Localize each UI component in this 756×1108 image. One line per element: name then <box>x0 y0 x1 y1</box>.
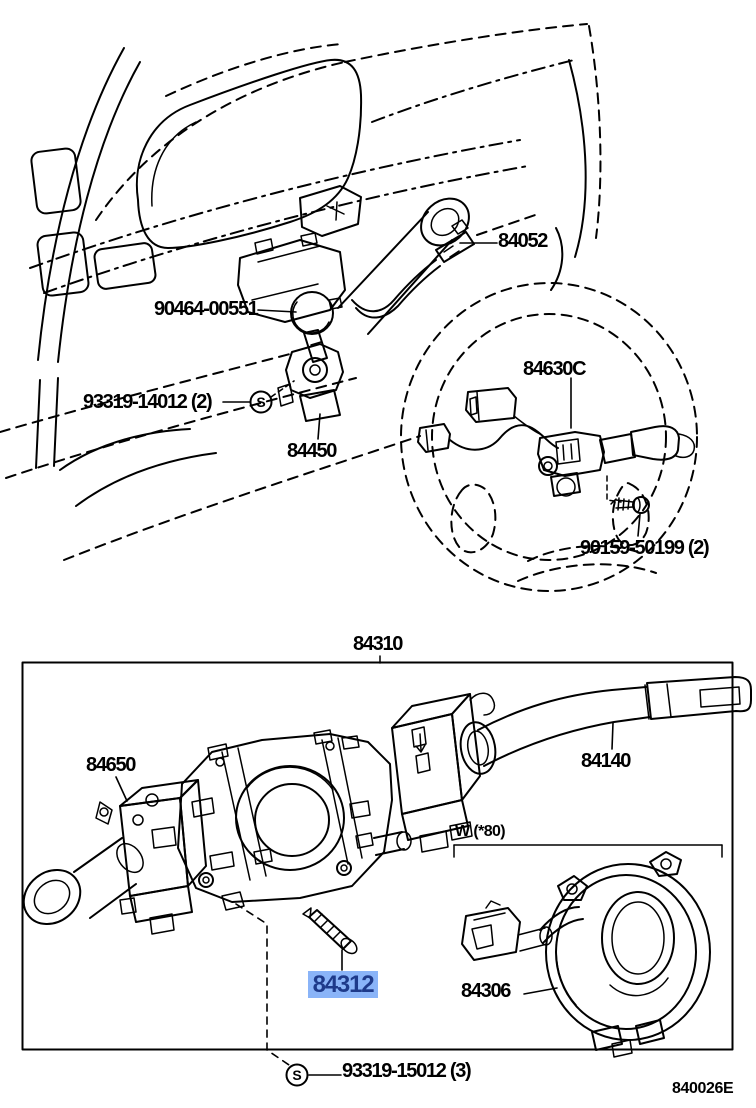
screw-symbols: S S <box>249 390 309 1087</box>
screw-symbol-s: S <box>256 394 265 410</box>
callout-90464-00551[interactable]: 90464-00551 <box>154 298 259 320</box>
wiper-switch-84140 <box>391 676 752 853</box>
spiral-cable-84306 <box>461 851 711 1058</box>
assembly-box <box>21 655 734 1051</box>
steering-column-parts <box>237 185 475 422</box>
callout-90159-50199[interactable]: 90159-50199 (2) <box>580 537 710 559</box>
drawing-code: 840026E <box>672 1080 734 1097</box>
screw-symbol-circle <box>285 1063 309 1087</box>
callout-84306[interactable]: 84306 <box>461 980 511 1002</box>
screw-symbol-circle <box>249 390 273 414</box>
bracket-84310 <box>177 729 412 911</box>
leader-lines <box>115 242 641 1076</box>
switch-84650 <box>22 779 207 935</box>
callout-93319-15012[interactable]: 93319-15012 (3) <box>342 1060 472 1082</box>
screw-84312 <box>302 907 358 955</box>
steering-wheel <box>400 282 698 592</box>
callout-93319-14012[interactable]: 93319-14012 (2) <box>83 391 213 413</box>
callout-84650[interactable]: 84650 <box>86 754 136 776</box>
dashboard-outline <box>0 23 602 561</box>
variant-bracket <box>453 844 723 858</box>
callout-84052[interactable]: 84052 <box>498 230 548 252</box>
wheel-switch-84630c <box>417 387 696 514</box>
callout-84630c[interactable]: 84630C <box>523 358 587 380</box>
callout-84312-highlighted[interactable]: 84312 <box>308 971 378 998</box>
screw-symbol-s: S <box>292 1067 301 1083</box>
callout-84140[interactable]: 84140 <box>581 750 631 772</box>
callout-84450[interactable]: 84450 <box>287 440 337 462</box>
callout-variant-w80: W (*80) <box>455 823 506 840</box>
callout-84310[interactable]: 84310 <box>353 633 403 655</box>
